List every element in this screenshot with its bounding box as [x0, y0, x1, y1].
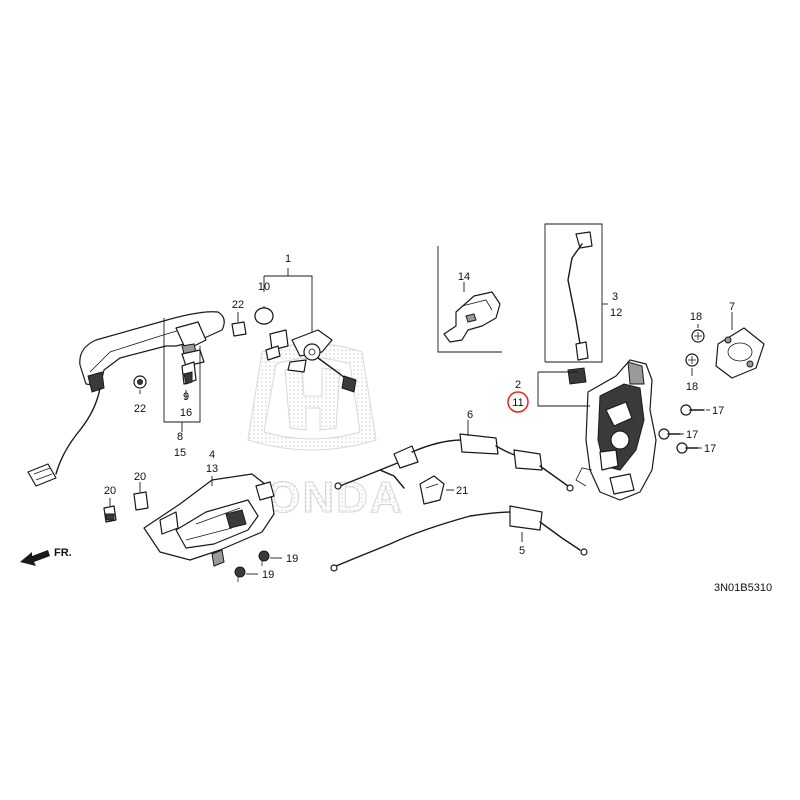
callout-18b: 18	[686, 381, 698, 393]
callout-21: 21	[456, 485, 468, 497]
callout-7: 7	[729, 301, 735, 313]
callout-15: 15	[174, 447, 186, 459]
callout-14: 14	[458, 271, 470, 283]
clip-21	[419, 475, 445, 505]
callout-10: 10	[258, 281, 270, 293]
callout-18a: 18	[690, 311, 702, 323]
callout-13: 13	[206, 463, 218, 475]
callout-2: 2	[515, 379, 521, 391]
callout-20a: 20	[104, 485, 116, 497]
callout-numbers: 1 10 22 22 9 16 8 15 4 13 20 20 19 19 21…	[104, 253, 735, 581]
outer-door-handle	[79, 311, 225, 393]
callout-5: 5	[519, 545, 525, 557]
door-striker	[715, 327, 765, 379]
inner-door-handle	[143, 473, 275, 567]
grommet-10	[254, 307, 274, 325]
screw-19b	[234, 566, 246, 582]
key-cylinder-assembly	[254, 307, 357, 393]
front-direction-indicator: FR.	[20, 547, 72, 566]
callout-19b: 19	[262, 569, 274, 581]
screw-17c	[676, 442, 699, 454]
callout-22a: 22	[232, 299, 244, 311]
callout-1: 1	[285, 253, 291, 265]
arrow-left-icon	[20, 550, 50, 566]
callout-16: 16	[180, 407, 192, 419]
cable-5	[330, 505, 588, 572]
bolt-18b	[685, 353, 699, 367]
callout-17a: 17	[712, 405, 724, 417]
clip-22b	[133, 375, 147, 389]
cable-6	[334, 433, 574, 492]
clip-9	[181, 361, 197, 385]
callout-20b: 20	[134, 471, 146, 483]
lock-rod-group	[544, 223, 603, 363]
callout-22b: 22	[134, 403, 146, 415]
callout-17b: 17	[686, 429, 698, 441]
screw-17b	[658, 428, 681, 440]
clip-22	[231, 321, 247, 337]
callout-9: 9	[183, 391, 189, 403]
callout-11-highlight-ring[interactable]	[507, 391, 529, 413]
callout-4: 4	[209, 449, 215, 461]
door-latch-actuator	[567, 359, 657, 501]
callout-3: 3	[612, 291, 618, 303]
bolt-18a	[691, 329, 705, 343]
callout-12: 12	[610, 307, 622, 319]
callout-19a: 19	[286, 553, 298, 565]
callout-17c: 17	[704, 443, 716, 455]
callout-8: 8	[177, 431, 183, 443]
clip-20a	[103, 505, 117, 523]
diagram-code: 3N01B5310	[714, 582, 772, 594]
screw-19a	[258, 550, 270, 566]
handle-wire-harness	[27, 387, 101, 487]
callout-11: 11	[512, 397, 523, 409]
callout-6: 6	[467, 409, 473, 421]
screw-17a	[680, 404, 705, 416]
bracket-14-group	[437, 246, 502, 353]
clip-20b	[133, 491, 149, 511]
leader-lines	[109, 268, 733, 575]
front-label: FR.	[54, 547, 72, 559]
